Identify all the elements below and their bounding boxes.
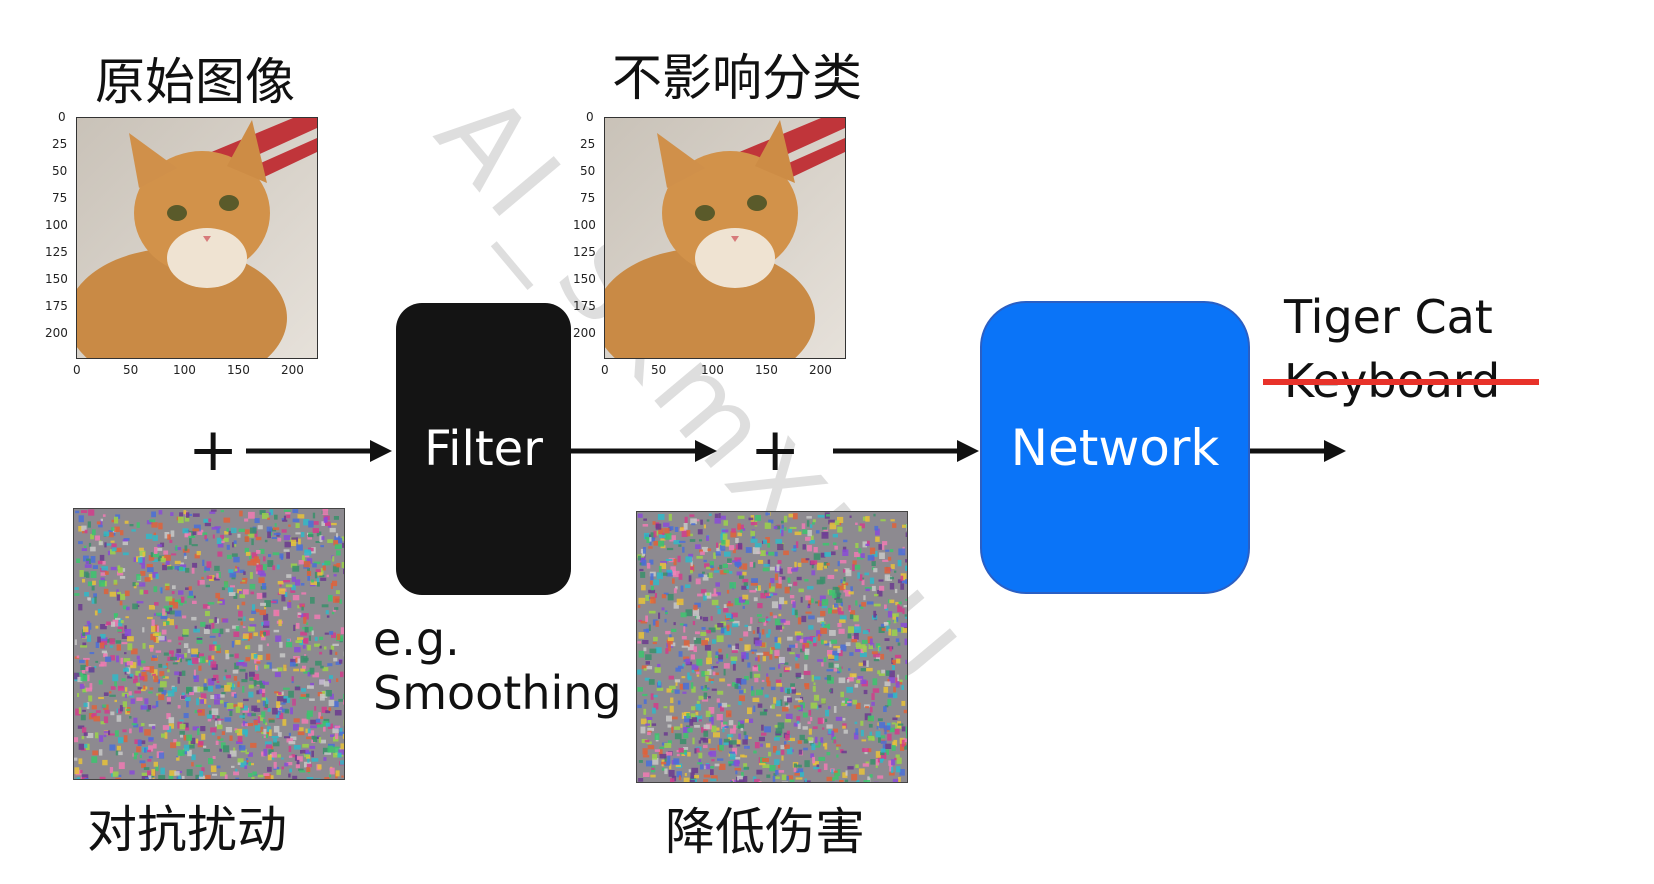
filter-example: e.g. Smoothing (373, 612, 622, 721)
noise-pattern-icon (74, 509, 351, 786)
strikethrough-line (1263, 379, 1539, 385)
cat-image-icon (77, 118, 317, 358)
x-tick: 100 (173, 363, 196, 377)
arrow-plus-to-network (833, 440, 979, 462)
cat-image-icon (605, 118, 845, 358)
filter-label: Filter (424, 421, 543, 477)
y-tick: 50 (580, 164, 596, 178)
y-tick: 100 (45, 218, 68, 232)
filter-box: Filter (396, 303, 571, 595)
y-tick: 0 (58, 110, 66, 124)
output-correct-label: Tiger Cat (1284, 290, 1493, 344)
y-tick: 175 (573, 299, 596, 313)
adversarial-noise-image (73, 508, 351, 786)
y-tick: 0 (586, 110, 594, 124)
arrow-plus-to-filter (246, 440, 392, 462)
arrow-network-to-output (1250, 440, 1346, 462)
y-tick: 50 (52, 164, 68, 178)
caption-reduce-harm: 降低伤害 (665, 803, 865, 861)
original-cat-plot: 0 25 50 75 100 125 150 175 200 0 50 100 … (40, 110, 340, 382)
filtered-cat-plot: 0 25 50 75 100 125 150 175 200 0 50 100 … (568, 110, 868, 382)
plus-sign: + (188, 415, 239, 485)
y-tick: 75 (580, 191, 596, 205)
y-tick: 25 (52, 137, 68, 151)
x-tick: 200 (281, 363, 304, 377)
y-tick: 25 (580, 137, 596, 151)
cat-image-frame (604, 117, 846, 359)
x-tick: 100 (701, 363, 724, 377)
y-tick: 150 (45, 272, 68, 286)
filter-example-line1: e.g. (373, 612, 460, 666)
y-tick: 100 (573, 218, 596, 232)
x-tick: 50 (651, 363, 667, 377)
y-tick: 150 (573, 272, 596, 286)
network-label: Network (1010, 418, 1220, 477)
heading-original-image: 原始图像 (95, 53, 295, 111)
x-tick: 0 (73, 363, 81, 377)
heading-no-effect-classification: 不影响分类 (612, 49, 862, 107)
cat-image-frame (76, 117, 318, 359)
noise-pattern-icon (637, 512, 914, 788)
y-tick: 200 (45, 326, 68, 340)
x-tick: 50 (123, 363, 139, 377)
caption-adversarial-perturbation: 对抗扰动 (87, 801, 287, 859)
x-tick: 150 (755, 363, 778, 377)
x-tick: 200 (809, 363, 832, 377)
y-tick: 75 (52, 191, 68, 205)
plus-sign: + (750, 415, 801, 485)
y-tick: 125 (573, 245, 596, 259)
filtered-noise-image (636, 511, 914, 788)
filter-example-line2: Smoothing (373, 666, 622, 721)
x-tick: 150 (227, 363, 250, 377)
network-box: Network (980, 301, 1250, 594)
y-tick: 200 (573, 326, 596, 340)
y-tick: 175 (45, 299, 68, 313)
arrow-filter-to-plus (571, 440, 717, 462)
x-tick: 0 (601, 363, 609, 377)
y-tick: 125 (45, 245, 68, 259)
